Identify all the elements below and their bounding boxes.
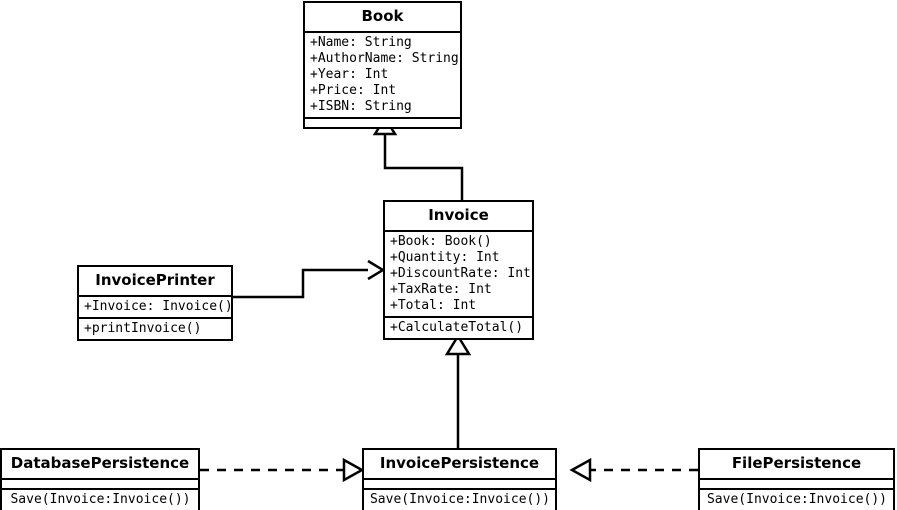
edge-invoiceprinter-uses-invoice [233, 259, 386, 299]
class-box-invoice[interactable]: Invoice +Book: Book() +Quantity: Int +Di… [383, 200, 534, 340]
attribute-item: +AuthorName: String [310, 51, 459, 66]
operations-compartment-invoice: +CalculateTotal() [385, 316, 532, 338]
operation-item: Save(Invoice:Invoice()) [706, 492, 887, 507]
hollow-triangle-arrowhead-invoicepersistence-right [569, 457, 592, 483]
attribute-item: +Year: Int [310, 67, 389, 82]
class-name-book: Book [361, 7, 404, 25]
edge-invoicepersistence-inherits-invoice [444, 333, 472, 451]
class-box-invoice-printer[interactable]: InvoicePrinter +Invoice: Invoice() +prin… [77, 265, 233, 341]
attributes-compartment-database-persistence [2, 478, 198, 488]
attribute-item: +Quantity: Int [390, 250, 500, 265]
attributes-compartment-invoice-persistence [364, 478, 555, 488]
attribute-item: +Price: Int [310, 83, 397, 98]
class-name-file-persistence: FilePersistence [731, 454, 862, 472]
operations-compartment-book [305, 117, 460, 127]
class-name-database-persistence: DatabasePersistence [10, 454, 190, 472]
class-name-invoice: Invoice [428, 206, 489, 224]
attribute-item: +Book: Book() [390, 234, 492, 249]
class-box-file-persistence[interactable]: FilePersistence Save(Invoice:Invoice()) [698, 448, 895, 510]
class-box-database-persistence[interactable]: DatabasePersistence Save(Invoice:Invoice… [0, 448, 200, 510]
edge-filepersistence-realizes-invoicepersistence [569, 457, 698, 483]
class-name-invoice-persistence: InvoicePersistence [379, 454, 540, 472]
operation-item: +CalculateTotal() [390, 320, 524, 335]
operation-item: Save(Invoice:Invoice()) [369, 492, 550, 507]
hollow-triangle-arrowhead-invoicepersistence-left [342, 457, 365, 483]
attribute-item: +Total: Int [390, 298, 477, 313]
operations-compartment-database-persistence: Save(Invoice:Invoice()) [2, 488, 198, 510]
attribute-item: +ISBN: String [310, 99, 412, 114]
attributes-compartment-invoice: +Book: Book() +Quantity: Int +DiscountRa… [385, 230, 532, 316]
attribute-item: +Name: String [310, 35, 412, 50]
attributes-compartment-invoice-printer: +Invoice: Invoice() [79, 295, 233, 317]
operations-compartment-invoice-printer: +printInvoice() [79, 317, 231, 339]
attribute-item: +TaxRate: Int [390, 282, 492, 297]
class-box-book[interactable]: Book +Name: String +AuthorName: String +… [303, 1, 462, 129]
edge-databasepersistence-realizes-invoicepersistence [200, 457, 365, 483]
operation-item: +printInvoice() [84, 321, 202, 336]
attributes-compartment-file-persistence [700, 478, 893, 488]
attributes-compartment-book: +Name: String +AuthorName: String +Year:… [305, 31, 460, 117]
edge-invoice-inherits-book [372, 115, 464, 200]
open-arrowhead-invoice [367, 259, 386, 281]
operation-item: Save(Invoice:Invoice()) [10, 492, 191, 507]
operations-compartment-file-persistence: Save(Invoice:Invoice()) [700, 488, 893, 510]
class-name-invoice-printer: InvoicePrinter [95, 271, 215, 289]
class-box-invoice-persistence[interactable]: InvoicePersistence Save(Invoice:Invoice(… [362, 448, 557, 510]
attribute-item: +Invoice: Invoice() [84, 299, 233, 314]
attribute-item: +DiscountRate: Int [390, 266, 531, 281]
operations-compartment-invoice-persistence: Save(Invoice:Invoice()) [364, 488, 555, 510]
